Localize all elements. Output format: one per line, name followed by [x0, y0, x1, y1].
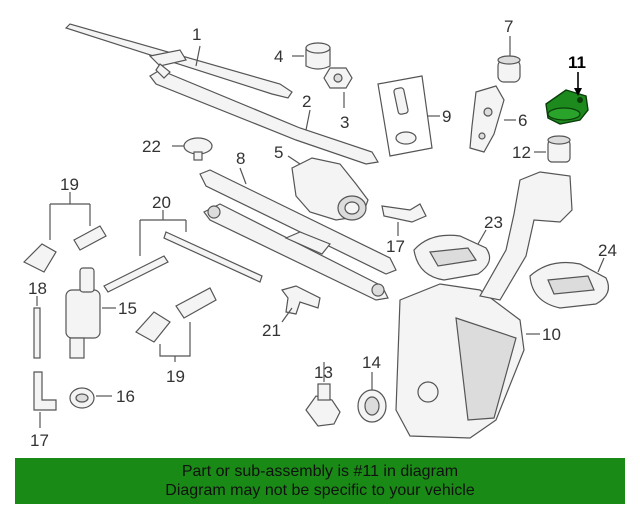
part-6-bracket[interactable] — [469, 85, 516, 153]
callout-12: 12 — [512, 143, 531, 162]
banner-line-2: Diagram may not be specific to your vehi… — [165, 482, 475, 499]
part-8-wiper-linkage[interactable] — [199, 167, 397, 301]
callout-16: 16 — [116, 387, 135, 406]
callout-11: 11 — [568, 53, 586, 72]
part-17-connector-left[interactable] — [33, 371, 57, 428]
part-20-hoses[interactable] — [103, 210, 263, 293]
part-17-connector-center[interactable] — [381, 203, 427, 236]
callout-6: 6 — [518, 111, 527, 130]
part-1-wiper-blade[interactable] — [64, 23, 293, 99]
callout-20: 20 — [152, 193, 171, 212]
callout-17-left: 17 — [30, 431, 49, 450]
callout-17-center: 17 — [386, 237, 405, 256]
part-11-highlighted[interactable] — [545, 72, 589, 125]
part-16-grommet[interactable] — [69, 387, 112, 409]
callout-23: 23 — [484, 213, 503, 232]
callout-5: 5 — [274, 143, 283, 162]
callout-4: 4 — [274, 47, 283, 66]
callout-13: 13 — [314, 363, 333, 382]
part-23-cover[interactable] — [413, 229, 491, 281]
part-24-cover[interactable] — [529, 257, 609, 309]
callout-2: 2 — [302, 92, 311, 111]
callout-19-top: 19 — [60, 175, 79, 194]
callout-19-bottom: 19 — [166, 367, 185, 386]
exploded-parts-diagram: 1 2 3 4 5 6 7 — [22, 17, 617, 450]
part-15-washer-pump[interactable] — [65, 267, 116, 359]
part-4-cap[interactable] — [292, 42, 331, 70]
banner-line-1: Part or sub-assembly is #11 in diagram — [181, 463, 459, 480]
callout-21: 21 — [262, 321, 281, 340]
callout-18: 18 — [28, 279, 47, 298]
callout-22: 22 — [142, 137, 161, 156]
callout-10: 10 — [542, 325, 561, 344]
callout-24: 24 — [598, 241, 617, 260]
callout-15: 15 — [118, 299, 137, 318]
part-21-y-connector[interactable] — [280, 285, 321, 323]
part-13-sensor[interactable] — [305, 362, 341, 427]
part-19-nozzles-bottom[interactable] — [135, 287, 217, 362]
callout-1: 1 — [192, 25, 201, 44]
part-14-grommet[interactable] — [357, 372, 387, 423]
part-12-cap[interactable] — [534, 135, 571, 163]
callout-7: 7 — [504, 17, 513, 36]
part-2-wiper-arm[interactable] — [149, 63, 379, 165]
callout-8: 8 — [236, 149, 245, 168]
part-18-hose[interactable] — [33, 296, 41, 359]
part-9-kit[interactable] — [377, 75, 440, 157]
part-5-wiper-motor[interactable] — [287, 155, 369, 221]
callout-3: 3 — [340, 113, 349, 132]
part-10-washer-reservoir[interactable] — [395, 171, 573, 439]
part-7-grommet[interactable] — [497, 36, 521, 83]
part-22-clip[interactable] — [172, 137, 213, 161]
part-19-nozzles-top[interactable] — [22, 192, 107, 273]
info-banner: Part or sub-assembly is #11 in diagram D… — [15, 458, 625, 504]
part-3-nut[interactable] — [323, 67, 353, 108]
callout-14: 14 — [362, 353, 381, 372]
callout-9: 9 — [442, 107, 451, 126]
